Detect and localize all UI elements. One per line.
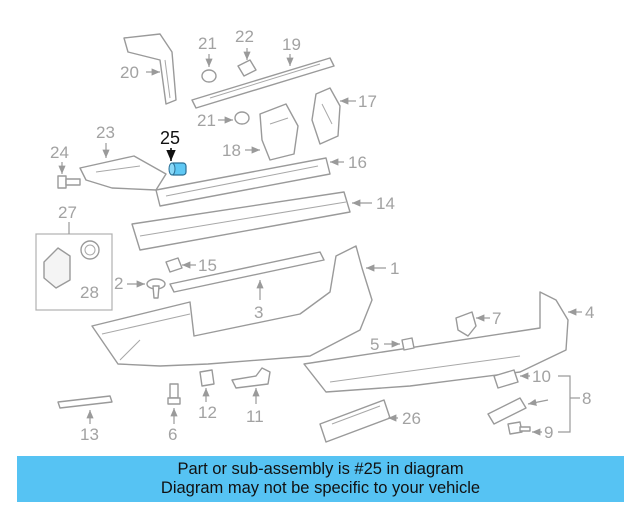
plate-bracket-part-26[interactable] [319, 399, 391, 443]
callout-16[interactable]: 16 [348, 153, 367, 172]
callout-20[interactable]: 20 [120, 63, 139, 82]
sensor-part-25[interactable] [168, 162, 187, 176]
callout-22[interactable]: 22 [235, 27, 254, 46]
reflector-part-8[interactable] [487, 397, 527, 425]
bolt-part-15[interactable] [165, 257, 183, 273]
callout-10[interactable]: 10 [532, 367, 551, 386]
callout-11[interactable]: 11 [246, 407, 264, 426]
bracket-part-7[interactable] [455, 311, 477, 337]
absorber-part-16[interactable] [155, 157, 331, 207]
bracket-part-23[interactable] [79, 155, 167, 191]
screw-part-5[interactable] [401, 337, 415, 351]
kit-box-27[interactable] [35, 233, 113, 311]
callout-17[interactable]: 17 [358, 92, 377, 111]
callout-8[interactable]: 8 [582, 389, 591, 408]
clip-part-12[interactable] [199, 369, 215, 387]
callout-3[interactable]: 3 [254, 303, 263, 322]
bracket-part-20[interactable] [123, 33, 177, 105]
pin-part-6[interactable] [167, 383, 181, 405]
callout-27[interactable]: 27 [58, 203, 77, 222]
callout-23[interactable]: 23 [96, 123, 115, 142]
rail-part-19[interactable] [191, 57, 335, 109]
reinforcement-part-14[interactable] [131, 191, 351, 251]
callout-15[interactable]: 15 [198, 256, 217, 275]
callout-21-upper[interactable]: 21 [198, 34, 217, 53]
callout-4[interactable]: 4 [585, 303, 594, 322]
banner-line-2: Diagram may not be specific to your vehi… [160, 479, 481, 497]
callout-28[interactable]: 28 [80, 283, 99, 302]
valance-part-4[interactable] [303, 291, 569, 393]
callout-19[interactable]: 19 [282, 35, 301, 54]
strip-part-13[interactable] [57, 395, 113, 409]
bracket-part-11[interactable] [231, 367, 271, 389]
bracket-part-18[interactable] [259, 103, 299, 161]
callout-26[interactable]: 26 [402, 409, 421, 428]
callout-9[interactable]: 9 [544, 423, 553, 442]
callout-5[interactable]: 5 [370, 335, 379, 354]
callout-6[interactable]: 6 [168, 425, 177, 444]
callout-18[interactable]: 18 [222, 141, 241, 160]
callout-25[interactable]: 25 [160, 128, 180, 148]
bumper-cover-part-1[interactable] [91, 245, 373, 367]
info-banner: Part or sub-assembly is #25 in diagram D… [17, 456, 624, 502]
callout-21-lower[interactable]: 21 [197, 111, 216, 130]
bracket-part-22[interactable] [237, 59, 257, 77]
bolt-part-24[interactable] [57, 175, 81, 189]
trim-strip-part-3[interactable] [169, 251, 325, 293]
callout-1[interactable]: 1 [390, 259, 399, 278]
reflector-part-10[interactable] [493, 369, 519, 389]
bracket-part-17[interactable] [311, 87, 341, 145]
callout-14[interactable]: 14 [376, 194, 395, 213]
callout-12[interactable]: 12 [198, 403, 217, 422]
callout-2[interactable]: 2 [114, 274, 123, 293]
retainer-part-2[interactable] [146, 278, 166, 299]
callout-13[interactable]: 13 [80, 425, 99, 444]
parts-diagram: 20 21 21 22 19 17 18 23 24 [35, 27, 594, 444]
callout-7[interactable]: 7 [492, 309, 501, 328]
bolt-part-9[interactable] [507, 421, 531, 435]
banner-line-1: Part or sub-assembly is #25 in diagram [177, 460, 464, 478]
clip-part-21[interactable] [201, 69, 250, 125]
callout-24[interactable]: 24 [50, 143, 69, 162]
